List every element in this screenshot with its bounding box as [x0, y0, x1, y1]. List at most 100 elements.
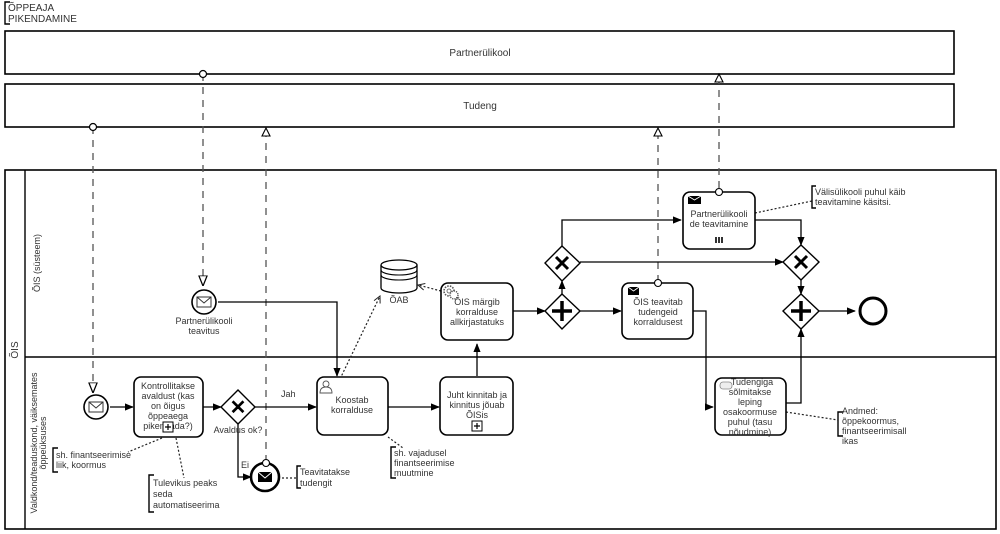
title-line-1: ÕPPEAJA [8, 1, 54, 14]
notify-student-event[interactable] [249, 458, 281, 493]
svg-text:finantseerimise: finantseerimise [394, 458, 455, 468]
task-text-3: allkirjastatuks [450, 317, 505, 327]
lane-faculty-label-2: õppeüksuses [38, 416, 48, 470]
svg-text:teavitamine käsitsi.: teavitamine käsitsi. [815, 197, 891, 207]
svg-text:liik, koormus: liik, koormus [56, 460, 107, 470]
start-message-event[interactable] [83, 394, 109, 420]
svg-text:on õigus: on õigus [151, 401, 186, 411]
x-icon [554, 255, 570, 271]
task-text-2: korralduse [456, 307, 498, 317]
svg-text:Andmed:: Andmed: [842, 406, 878, 416]
sequence-flows: Jah Ei [110, 216, 856, 481]
user-icon [319, 380, 333, 394]
pool-partner-label: Partnerülikool [449, 48, 510, 59]
lane-faculty-label-1: Valdkond/teaduskond, väiksemates [29, 372, 39, 513]
pool-partner[interactable]: Partnerülikool [4, 30, 955, 75]
message-flow-source [198, 69, 208, 79]
svg-text:sh. vajadusel: sh. vajadusel [394, 448, 447, 458]
annotation-notify-student: Teavitatakse tudengit [296, 465, 350, 489]
gateway-label: Avaldus ok? [214, 425, 263, 435]
annotation-foreign: Välisülikooli puhul käib teavitamine käs… [811, 185, 906, 209]
task-check-application[interactable]: Kontrollitakse avaldust (kas on õigus õp… [133, 376, 204, 438]
task-text-2: de teavitamine [690, 219, 749, 229]
message-flow-source [88, 122, 98, 132]
gateway-exclusive-split[interactable] [544, 245, 582, 283]
task-compose-order[interactable]: Koostab korralduse [316, 376, 389, 436]
gateway-parallel-split[interactable] [544, 293, 582, 331]
task-text-5: puhul (tasu [728, 417, 773, 427]
task-text-3: ÕISis [466, 410, 489, 420]
partner-notice-event[interactable]: Partnerülikooli teavitus [175, 289, 233, 336]
svg-text:õppeaega: õppeaega [148, 411, 188, 421]
annotation-future: Tulevikus peaks seda automatiseerima [148, 474, 220, 513]
diagram-title: ÕPPEAJA PIKENDAMINE [4, 1, 77, 25]
task-text-6: nõudmine) [729, 427, 772, 437]
svg-text:finantseerimisall: finantseerimisall [842, 426, 907, 436]
task-text-1: Koostab [335, 395, 368, 405]
x-icon: ✕ [230, 397, 247, 419]
svg-text:Teavitatakse: Teavitatakse [300, 467, 350, 477]
message-flow-target [653, 126, 663, 137]
task-text-2: tudengeid [638, 307, 678, 317]
task-text-2: kinnitus jõuab [449, 400, 504, 410]
flow-label-no: Ei [241, 460, 249, 470]
annotation-financing: sh. finantseerimise liik, koormus [52, 447, 131, 473]
title-bracket [4, 1, 10, 25]
plus-icon [791, 301, 811, 321]
data-store-oab[interactable]: ÕAB [380, 259, 418, 305]
pool-ois-label: ÕIS [8, 341, 21, 359]
task-text-3: leping [738, 397, 762, 407]
message-flow-target [714, 72, 724, 83]
subprocess-plus-icon [471, 420, 483, 432]
annotation-data: Andmed: õppekoormus, finantseerimisall i… [837, 406, 907, 446]
title-line-2: PIKENDAMINE [8, 14, 77, 25]
envelope-icon [196, 296, 212, 308]
data-store-label: ÕAB [389, 295, 408, 305]
svg-text:sh. finantseerimise: sh. finantseerimise [56, 450, 131, 460]
pool-student[interactable]: Tudeng [4, 83, 955, 128]
gateway-avaldus-ok[interactable]: ✕ Avaldus ok? [214, 389, 263, 435]
svg-text:Tulevikus peaks: Tulevikus peaks [153, 478, 218, 488]
gateway-parallel-join[interactable] [781, 293, 821, 330]
annotation-financing-change: sh. vajadusel finantseerimise muutmine [390, 446, 455, 479]
svg-text:õppekoormus,: õppekoormus, [842, 416, 899, 426]
task-text-2: korralduse [331, 405, 373, 415]
plus-icon [552, 301, 572, 321]
task-text-1: Juht kinnitab ja [447, 390, 507, 400]
svg-text:avaldust (kas: avaldust (kas [141, 391, 195, 401]
task-text-2: sõlmitakse [729, 387, 772, 397]
pool-ois[interactable]: ÕIS ÕIS (süsteem) Valdkond/teaduskond, v… [4, 169, 997, 530]
lane-system-label: ÕIS (süsteem) [32, 234, 42, 292]
associations [127, 200, 839, 479]
svg-text:Kontrollitakse: Kontrollitakse [141, 381, 195, 391]
svg-text:muutmine: muutmine [394, 468, 434, 478]
task-manager-approves[interactable]: Juht kinnitab ja kinnitus jõuab ÕISis [439, 376, 514, 436]
event-label-1: Partnerülikooli [175, 316, 232, 326]
task-notify-partner[interactable]: Partnerülikooli de teavitamine [682, 187, 756, 250]
svg-text:automatiseerima: automatiseerima [153, 500, 220, 510]
task-text-1: ÕIS märgib [454, 297, 500, 307]
event-label-2: teavitus [188, 326, 220, 336]
task-text-3: korraldusest [633, 317, 683, 327]
x-icon [793, 254, 809, 270]
pool-student-label: Tudeng [463, 101, 497, 112]
multi-instance-icon [715, 237, 723, 243]
task-text-1: ÕIS teavitab [633, 297, 683, 307]
envelope-icon [88, 401, 104, 413]
svg-text:Välisülikooli puhul käib: Välisülikooli puhul käib [815, 187, 906, 197]
svg-text:ikas: ikas [842, 436, 859, 446]
flow-label-yes: Jah [281, 389, 296, 399]
task-contract[interactable]: Tudengiga sõlmitakse leping osakoormuse … [714, 377, 787, 437]
envelope-filled-icon [627, 286, 640, 295]
task-notify-students[interactable]: ÕIS teavitab tudengeid korraldusest [621, 278, 694, 340]
svg-text:tudengit: tudengit [300, 478, 333, 488]
task-text-4: osakoormuse [723, 407, 777, 417]
envelope-filled-icon [687, 195, 702, 204]
task-text-1: Tudengiga [731, 377, 773, 387]
task-mark-signed[interactable]: ÕIS märgib korralduse allkirjastatuks [440, 282, 514, 341]
envelope-filled-icon [257, 471, 273, 482]
svg-text:seda: seda [153, 489, 173, 499]
gateway-exclusive-merge[interactable] [781, 244, 821, 281]
end-event[interactable] [858, 296, 888, 326]
